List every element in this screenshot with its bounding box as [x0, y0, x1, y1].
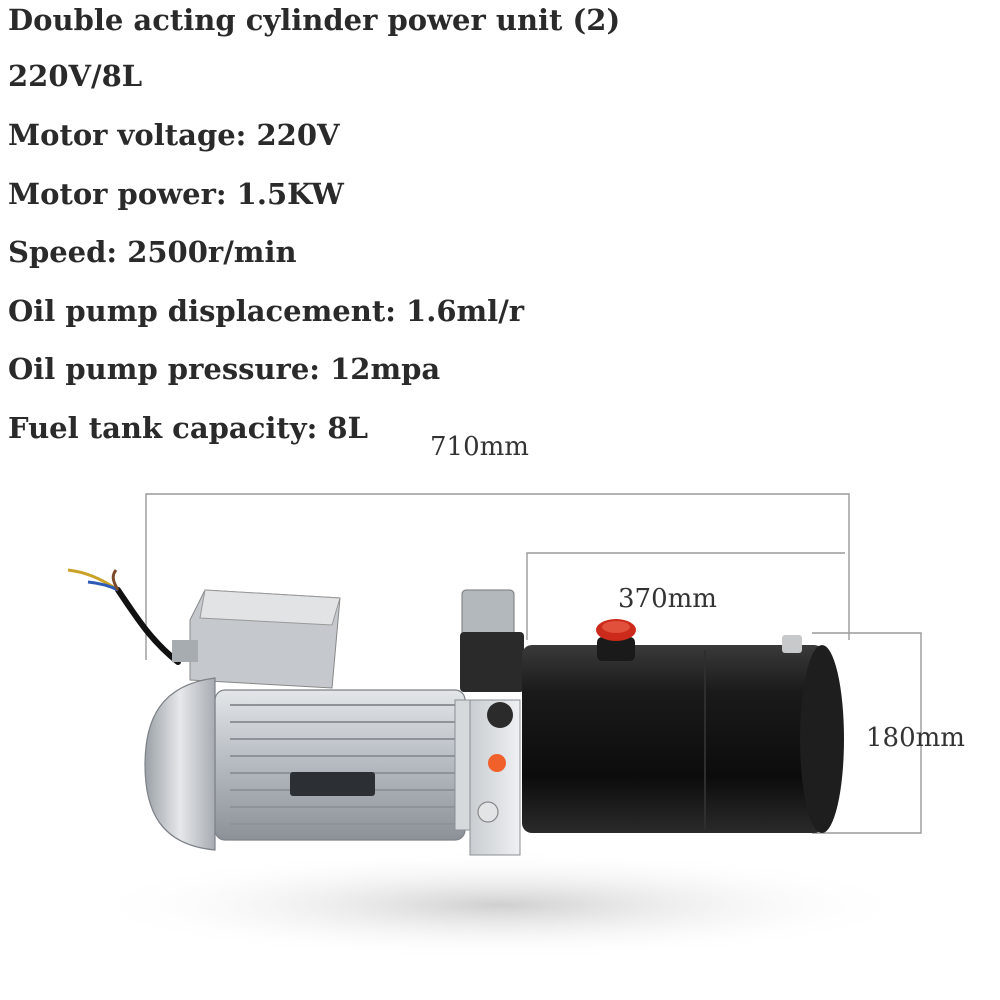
power-cable	[67, 568, 181, 665]
dimension-line-overall	[145, 493, 850, 660]
spec-pump-displacement: Oil pump displacement: 1.6ml/r	[8, 294, 525, 328]
floor-shadow	[80, 850, 920, 960]
spec-speed: Speed: 2500r/min	[8, 235, 297, 269]
spec-model: 220V/8L	[8, 59, 143, 93]
dimension-label-tank-length: 370mm	[618, 584, 717, 614]
terminal-box	[172, 589, 341, 689]
dimension-line-tank-diameter	[812, 632, 922, 834]
spec-motor-voltage: Motor voltage: 220V	[8, 118, 340, 152]
oil-tank	[522, 635, 844, 833]
dimension-label-overall: 710mm	[430, 432, 529, 462]
dimension-line-tank-length	[526, 552, 845, 640]
spec-pump-pressure: Oil pump pressure: 12mpa	[8, 352, 441, 386]
dimension-label-tank-diameter: 180mm	[866, 723, 965, 753]
electric-motor	[144, 677, 501, 851]
spec-tank-capacity: Fuel tank capacity: 8L	[8, 411, 368, 445]
spec-motor-power: Motor power: 1.5KW	[8, 177, 344, 211]
product-title: Double acting cylinder power unit (2)	[8, 3, 621, 37]
valve-block	[460, 589, 524, 856]
filler-cap	[596, 619, 636, 661]
